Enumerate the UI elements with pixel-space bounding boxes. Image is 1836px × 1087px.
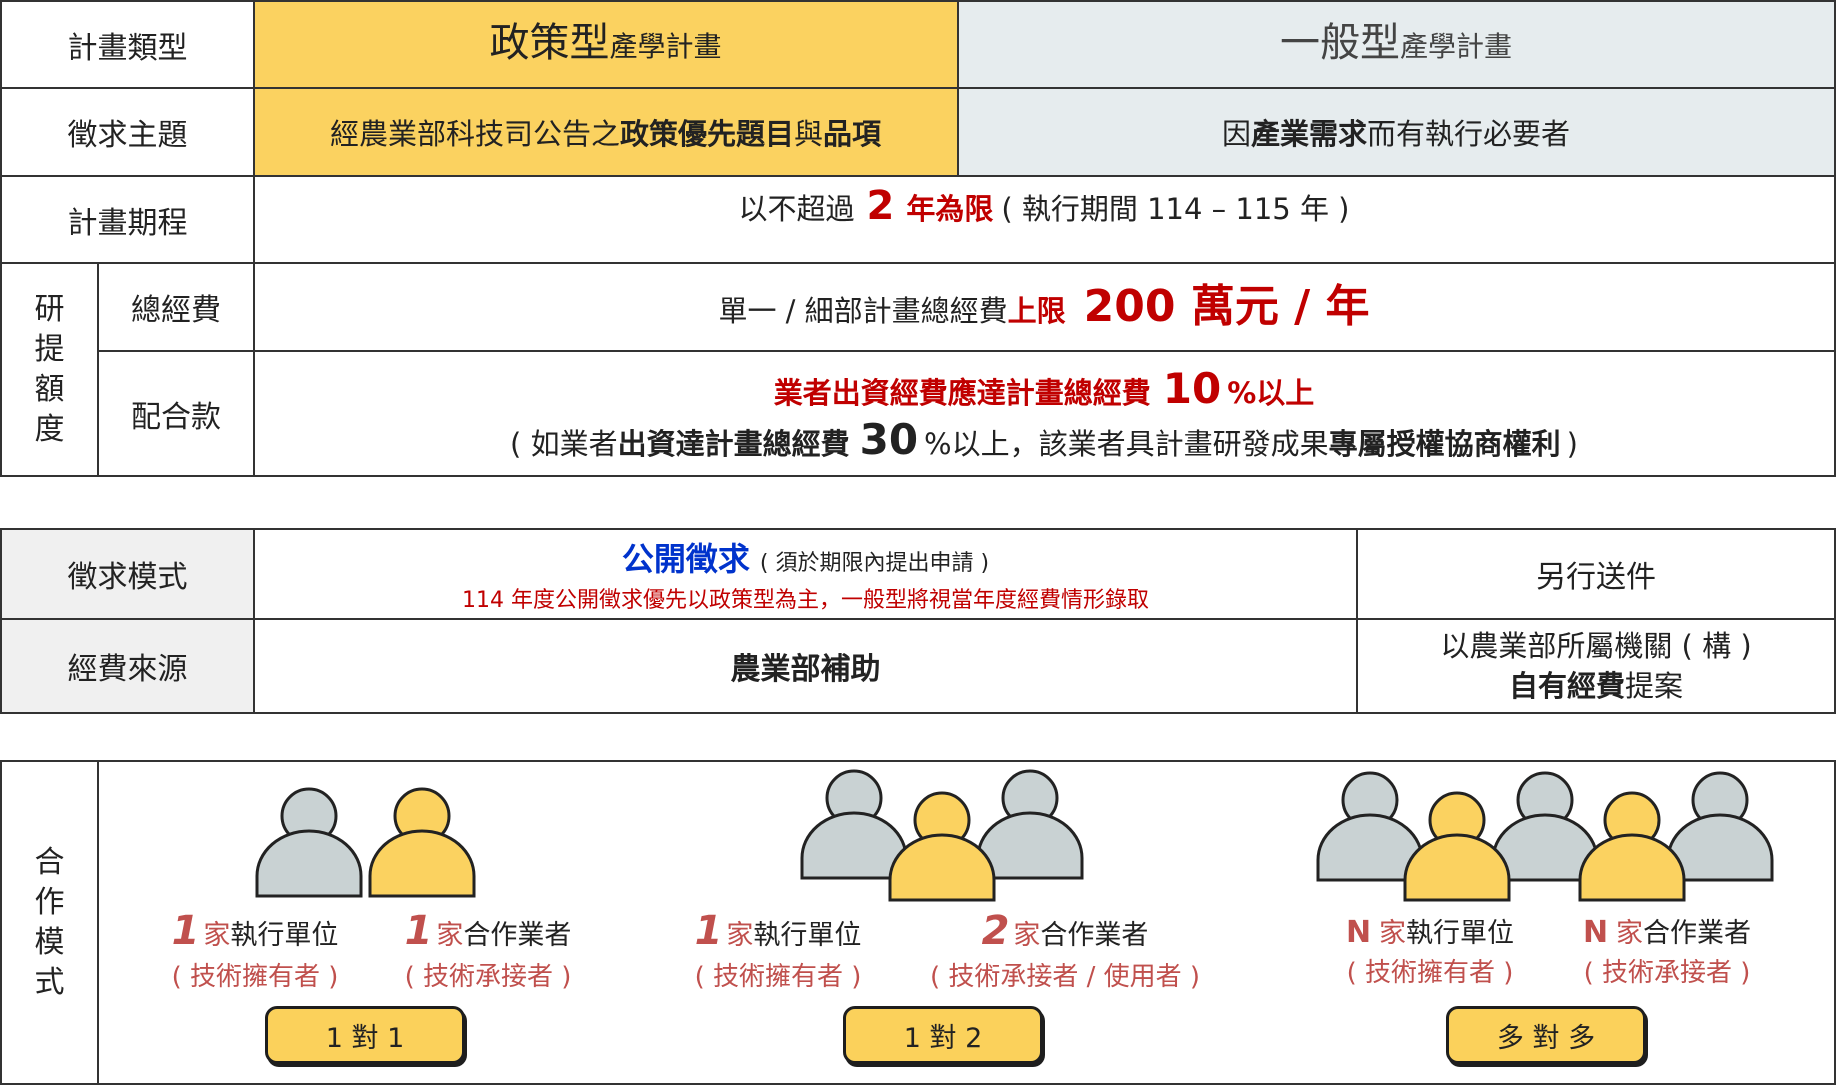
- general-type-header-bg: [958, 2, 1834, 88]
- open-call-note: ( 須於期限內提出申請 ): [759, 551, 990, 576]
- group3-left-caption: N 家 執行單位 ( 技術擁有者 ): [1345, 915, 1515, 988]
- ratio-pill-1-to-2: 1 對 2: [843, 1006, 1043, 1064]
- row-label-topic: 徵求主題: [67, 118, 188, 153]
- row-label-type: 計畫類型: [67, 30, 188, 66]
- funding-main: 農業部補助: [730, 652, 881, 687]
- source-label-bg: [2, 620, 253, 712]
- cooperation-label: 合 作 模 式: [34, 844, 65, 1000]
- group2-left-caption: 1 家 執行單位 ( 技術擁有者 ): [694, 907, 862, 992]
- open-call-cell: 公開徵求 ( 須於期限內提出申請 ) 114 年度公開徵求優先以政策型為主，一般…: [255, 530, 1356, 618]
- general-topic-text: 因產業需求而有執行必要者: [1221, 117, 1571, 151]
- group3-right-caption: N 家 合作業者 ( 技術承接者 ): [1582, 915, 1752, 988]
- matching-line-1: 業者出資經費應達計畫總經費 10 %以上: [773, 363, 1315, 413]
- mode-label-bg: [2, 530, 253, 618]
- budget-text: 單一 / 細部計畫總經費 上限 200 萬元 / 年: [718, 281, 1370, 332]
- policy-topic-text: 經農業部科技司公告之政策優先題目與品項: [329, 117, 882, 151]
- quota-label: 研 提 額 度: [34, 291, 65, 447]
- other-submission: 另行送件: [1536, 560, 1656, 595]
- group1-people-icon: [255, 787, 476, 898]
- group2-right-caption: 2 家 合作業者 ( 技術承接者 / 使用者 ): [929, 907, 1201, 992]
- general-type-title: 一般型產學計畫: [1279, 20, 1512, 66]
- general-topic-bg: [958, 88, 1834, 176]
- row-label-source: 經費來源: [67, 652, 188, 687]
- policy-type-header-bg: [254, 2, 958, 88]
- row-label-mode: 徵求模式: [67, 560, 188, 595]
- matching-line-2: ( 如業者 出資達計畫總經費 30 %以上，該業者具計畫研發成果 專屬授權協商權…: [510, 414, 1578, 464]
- matching-text: 業者出資經費應達計畫總經費 10 %以上 ( 如業者 出資達計畫總經費 30 %…: [254, 352, 1834, 475]
- row-label-matching: 配合款: [131, 399, 221, 435]
- group1-left-caption: 1 家 執行單位 ( 技術擁有者 ): [171, 907, 339, 992]
- policy-type-title: 政策型產學計畫: [489, 20, 722, 66]
- ratio-pill-1-to-1: 1 對 1: [265, 1006, 465, 1064]
- group3-people-icon: [1316, 771, 1774, 902]
- row-label-period: 計畫期程: [67, 205, 188, 241]
- group1-right-caption: 1 家 合作業者 ( 技術承接者 ): [404, 907, 572, 992]
- open-call-title: 公開徵求: [621, 540, 750, 578]
- policy-topic-bg: [254, 88, 958, 176]
- row-label-budget: 總經費: [131, 293, 221, 328]
- ratio-pill-many-to-many: 多 對 多: [1446, 1006, 1646, 1064]
- open-call-subtext: 114 年度公開徵求優先以政策型為主，一般型將視當年度經費情形錄取: [462, 588, 1149, 613]
- funding-alt: 以農業部所屬機關 ( 構 ) 自有經費提案: [1440, 629, 1752, 703]
- group2-people-icon: [800, 769, 1084, 902]
- period-text: 以不超過 2 年為限 ( 執行期間 114 – 115 年 ): [738, 183, 1350, 229]
